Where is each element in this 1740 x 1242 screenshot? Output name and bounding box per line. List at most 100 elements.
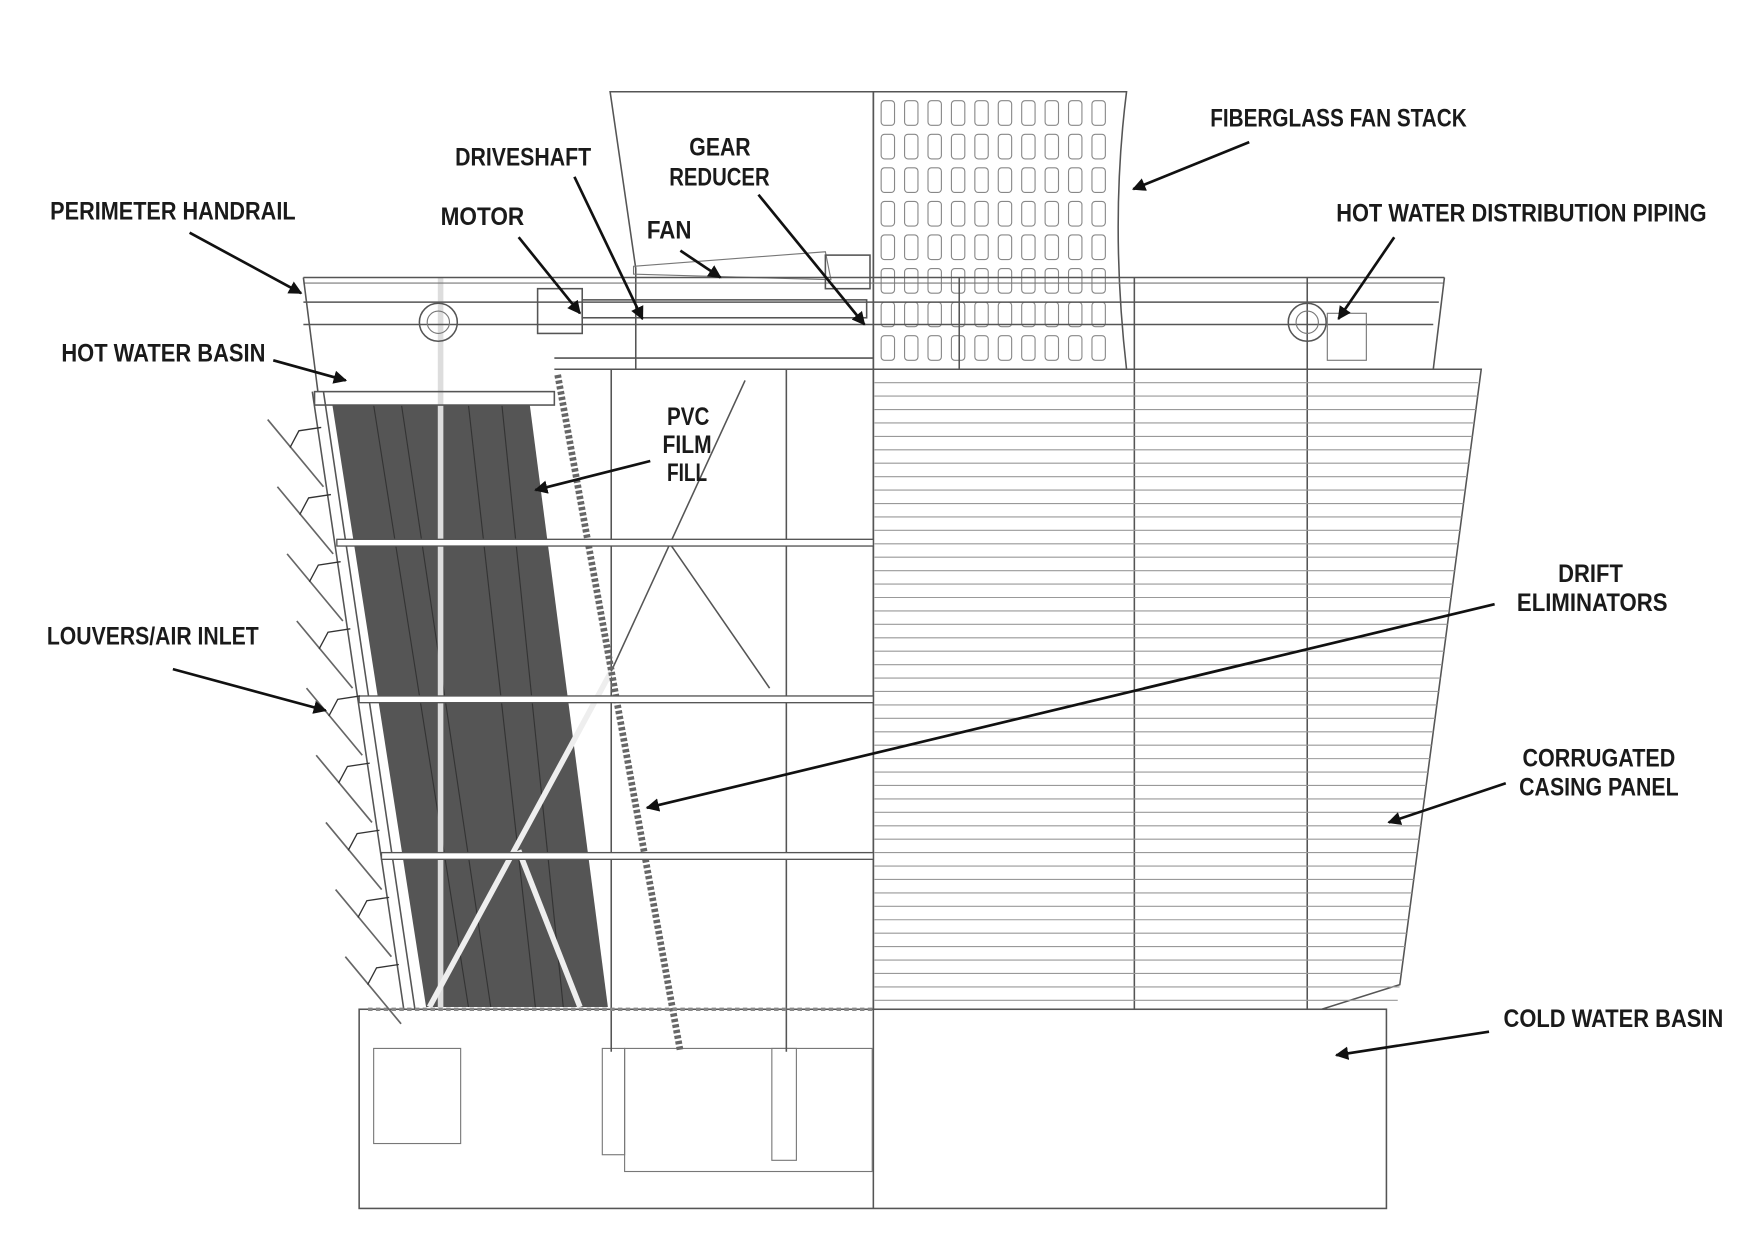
stack-panel — [1044, 100, 1060, 126]
fill-sheet-line — [467, 404, 536, 1008]
stack-panel — [1044, 234, 1060, 261]
callout-motor: MOTOR — [441, 204, 582, 315]
stack-panel — [904, 100, 919, 126]
callout-driveshaft: DRIVESHAFT — [455, 145, 644, 321]
stack-panel — [950, 234, 966, 261]
callout-hot-water-distribution-piping: HOT WATER DISTRIBUTION PIPING — [1336, 201, 1707, 320]
louver-blade — [315, 754, 373, 823]
stack-panel — [880, 100, 896, 126]
fill-sheet-line — [400, 404, 492, 1008]
louver-bracket — [347, 829, 380, 851]
stack-panel — [1021, 167, 1036, 194]
stack-panel — [997, 301, 1013, 328]
stack-panel — [880, 133, 896, 160]
cold-water-basin — [358, 1008, 1388, 1210]
stack-panel — [1091, 167, 1106, 194]
callout-drift-eliminators: DRIFT ELIMINATORS — [645, 561, 1668, 812]
stack-panel — [927, 200, 942, 227]
louver-blade — [344, 956, 402, 1025]
svg-text:DRIFT: DRIFT — [1558, 561, 1623, 588]
hot-water-basin — [313, 390, 556, 406]
svg-text:ELIMINATORS: ELIMINATORS — [1517, 590, 1668, 617]
stack-panel — [1067, 301, 1083, 328]
hot-water-distribution-piping — [418, 302, 1367, 361]
svg-text:CORRUGATED: CORRUGATED — [1523, 745, 1676, 772]
louver-blade — [296, 620, 354, 689]
stack-panel — [950, 167, 966, 194]
stack-panel — [950, 301, 966, 328]
stack-panel — [997, 100, 1013, 126]
stack-panel — [880, 301, 896, 328]
stack-panel — [950, 100, 966, 126]
stack-panel — [904, 167, 919, 194]
stack-panel — [997, 133, 1013, 160]
svg-text:MOTOR: MOTOR — [441, 204, 525, 231]
stack-panel — [1091, 335, 1106, 361]
stack-panel — [974, 301, 989, 328]
stack-panel — [950, 335, 966, 361]
stack-panel — [927, 167, 942, 194]
stack-panel — [1044, 267, 1060, 294]
stack-panel — [904, 301, 919, 328]
louver-bracket — [289, 426, 322, 448]
pvc-film-fill — [332, 404, 608, 1008]
svg-text:REDUCER: REDUCER — [669, 165, 770, 192]
svg-text:GEAR: GEAR — [689, 134, 751, 161]
stack-panel — [1091, 234, 1106, 261]
stack-panel — [904, 133, 919, 160]
stack-panel — [1091, 267, 1106, 294]
stack-panel — [1067, 100, 1083, 126]
callout-louvers-air-inlet: LOUVERS/AIR INLET — [47, 623, 327, 714]
stack-panel — [1021, 267, 1036, 294]
stack-panel — [927, 267, 942, 294]
stack-panel — [880, 335, 896, 361]
stack-panel — [1044, 167, 1060, 194]
stack-panel — [1021, 335, 1036, 361]
louver-blade — [325, 821, 383, 891]
fill-sheet-line — [373, 404, 470, 1008]
stack-panel — [1067, 335, 1083, 361]
svg-text:LOUVERS/AIR INLET: LOUVERS/AIR INLET — [47, 623, 259, 650]
louver-blade — [305, 687, 363, 756]
stack-panel — [1091, 301, 1106, 328]
svg-text:COLD WATER BASIN: COLD WATER BASIN — [1504, 1006, 1724, 1033]
fill-sheet-line — [501, 404, 564, 1008]
stack-panel — [997, 167, 1013, 194]
stack-panel — [1067, 234, 1083, 261]
stack-panel — [1044, 335, 1060, 361]
stack-panel — [927, 234, 942, 261]
callout-fiberglass-fan-stack: FIBERGLASS FAN STACK — [1131, 105, 1467, 191]
svg-text:DRIVESHAFT: DRIVESHAFT — [455, 145, 591, 172]
callout-perimeter-handrail: PERIMETER HANDRAIL — [50, 198, 303, 295]
stack-panel — [904, 234, 919, 261]
svg-text:FILM: FILM — [663, 432, 712, 459]
louver-blade — [276, 486, 334, 555]
perimeter-handrail — [302, 276, 1446, 392]
stack-panel — [974, 335, 989, 361]
callout-corrugated-casing-panel: CORRUGATED CASING PANEL — [1387, 745, 1679, 825]
louver-bracket — [299, 493, 332, 516]
callout-gear-reducer: GEAR REDUCER — [669, 134, 866, 326]
stack-panel — [904, 200, 919, 227]
stack-panel — [950, 200, 966, 227]
stack-panel — [997, 267, 1013, 294]
stack-panel — [904, 267, 919, 294]
stack-panel — [974, 200, 989, 227]
stack-panel — [974, 234, 989, 261]
svg-text:FIBERGLASS FAN STACK: FIBERGLASS FAN STACK — [1210, 105, 1467, 132]
stack-panel — [1091, 200, 1106, 227]
structural-beam — [336, 538, 875, 547]
stack-panel — [950, 267, 966, 294]
louver-bracket — [337, 762, 370, 784]
stack-panel — [997, 200, 1013, 227]
louver-blade — [286, 553, 344, 622]
stack-panel — [880, 200, 896, 227]
louver-bracket — [367, 963, 399, 985]
stack-panel — [927, 335, 942, 361]
stack-panel — [880, 234, 896, 261]
louver-blade — [267, 419, 325, 488]
stack-panel — [880, 267, 896, 294]
callout-cold-water-basin: COLD WATER BASIN — [1334, 1006, 1724, 1060]
louver-bracket — [318, 628, 351, 650]
